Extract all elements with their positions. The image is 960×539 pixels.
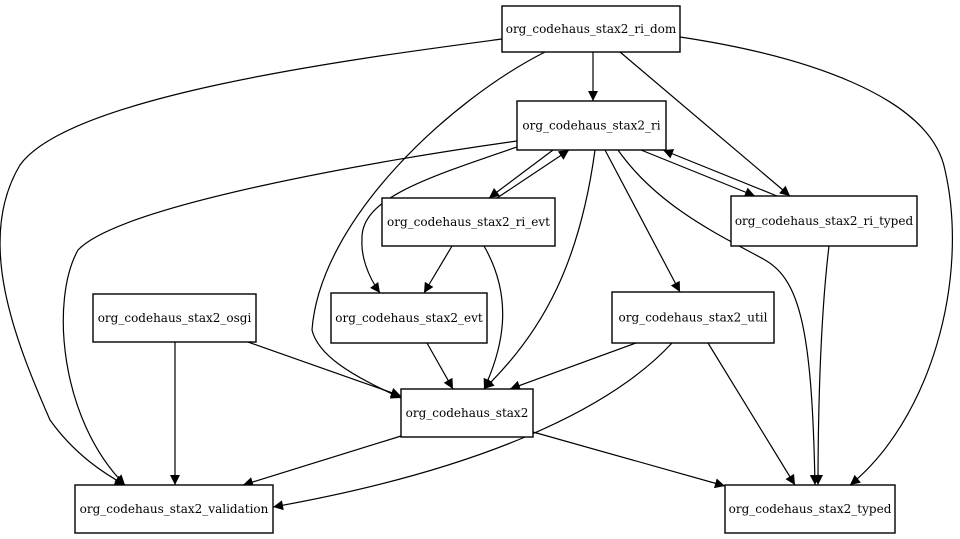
edge-dom-to-validation [0,38,503,486]
edge-dom-to-ri-typed [619,51,791,197]
nodes: org_codehaus_stax2_ri_dom org_codehaus_st… [74,5,918,534]
node-ri-evt[interactable]: org_codehaus_stax2_ri_evt [381,197,556,247]
node-box-dom [501,5,681,53]
edge-evt-to-stax2 [426,342,454,390]
node-label-stax2: org_codehaus_stax2 [406,406,529,420]
node-box-typed [724,484,896,534]
edge-ri-typed-to-typed [813,245,830,486]
node-box-util [611,291,775,344]
edge-ri-to-ri-typed [640,149,756,197]
edge-ri-evt-to-evt [423,245,453,294]
node-ri[interactable]: org_codehaus_stax2_ri [516,100,667,151]
edge-ri-typed-to-ri [662,149,778,197]
node-label-ri: org_codehaus_stax2_ri [522,119,660,133]
edge-ri-to-evt [361,146,518,294]
node-box-ri [516,100,667,151]
edge-util-to-typed [707,342,796,486]
node-evt[interactable]: org_codehaus_stax2_evt [330,292,488,344]
node-label-typed: org_codehaus_stax2_typed [729,502,892,516]
node-stax2[interactable]: org_codehaus_stax2 [400,388,534,438]
edge-ri-to-util [604,149,681,293]
node-box-ri-typed [730,195,918,247]
edge-dom-to-typed [679,36,953,486]
node-box-stax2 [400,388,534,438]
node-label-validation: org_codehaus_stax2_validation [80,502,269,516]
node-box-ri-evt [381,197,556,247]
edge-stax2-to-typed [532,431,726,489]
edge-stax2-to-validation [242,435,402,487]
edge-ri-evt-to-ri [496,149,570,199]
node-label-osgi: org_codehaus_stax2_osgi [98,311,252,325]
edge-ri-to-stax2 [483,149,596,390]
node-label-dom: org_codehaus_stax2_ri_dom [506,22,677,36]
node-typed[interactable]: org_codehaus_stax2_typed [724,484,896,534]
node-dom[interactable]: org_codehaus_stax2_ri_dom [501,5,681,53]
edges [0,36,953,511]
edge-dom-to-stax2 [311,51,546,399]
node-label-evt: org_codehaus_stax2_evt [335,311,483,325]
edge-ri-to-validation [62,140,518,486]
edge-util-to-stax2 [509,342,637,391]
node-validation[interactable]: org_codehaus_stax2_validation [74,484,274,534]
edge-osgi-to-stax2 [247,341,402,398]
node-box-osgi [92,293,257,343]
node-box-validation [74,484,274,534]
node-osgi[interactable]: org_codehaus_stax2_osgi [92,293,257,343]
node-util[interactable]: org_codehaus_stax2_util [611,291,775,344]
node-label-ri-evt: org_codehaus_stax2_ri_evt [387,215,550,229]
edge-ri-evt-to-stax2 [483,245,504,390]
node-box-evt [330,292,488,344]
node-ri-typed[interactable]: org_codehaus_stax2_ri_typed [730,195,918,247]
edge-ri-to-typed [617,149,820,486]
node-label-ri-typed: org_codehaus_stax2_ri_typed [735,214,914,228]
edge-ri-to-ri-evt [488,149,554,199]
node-label-util: org_codehaus_stax2_util [619,311,768,325]
